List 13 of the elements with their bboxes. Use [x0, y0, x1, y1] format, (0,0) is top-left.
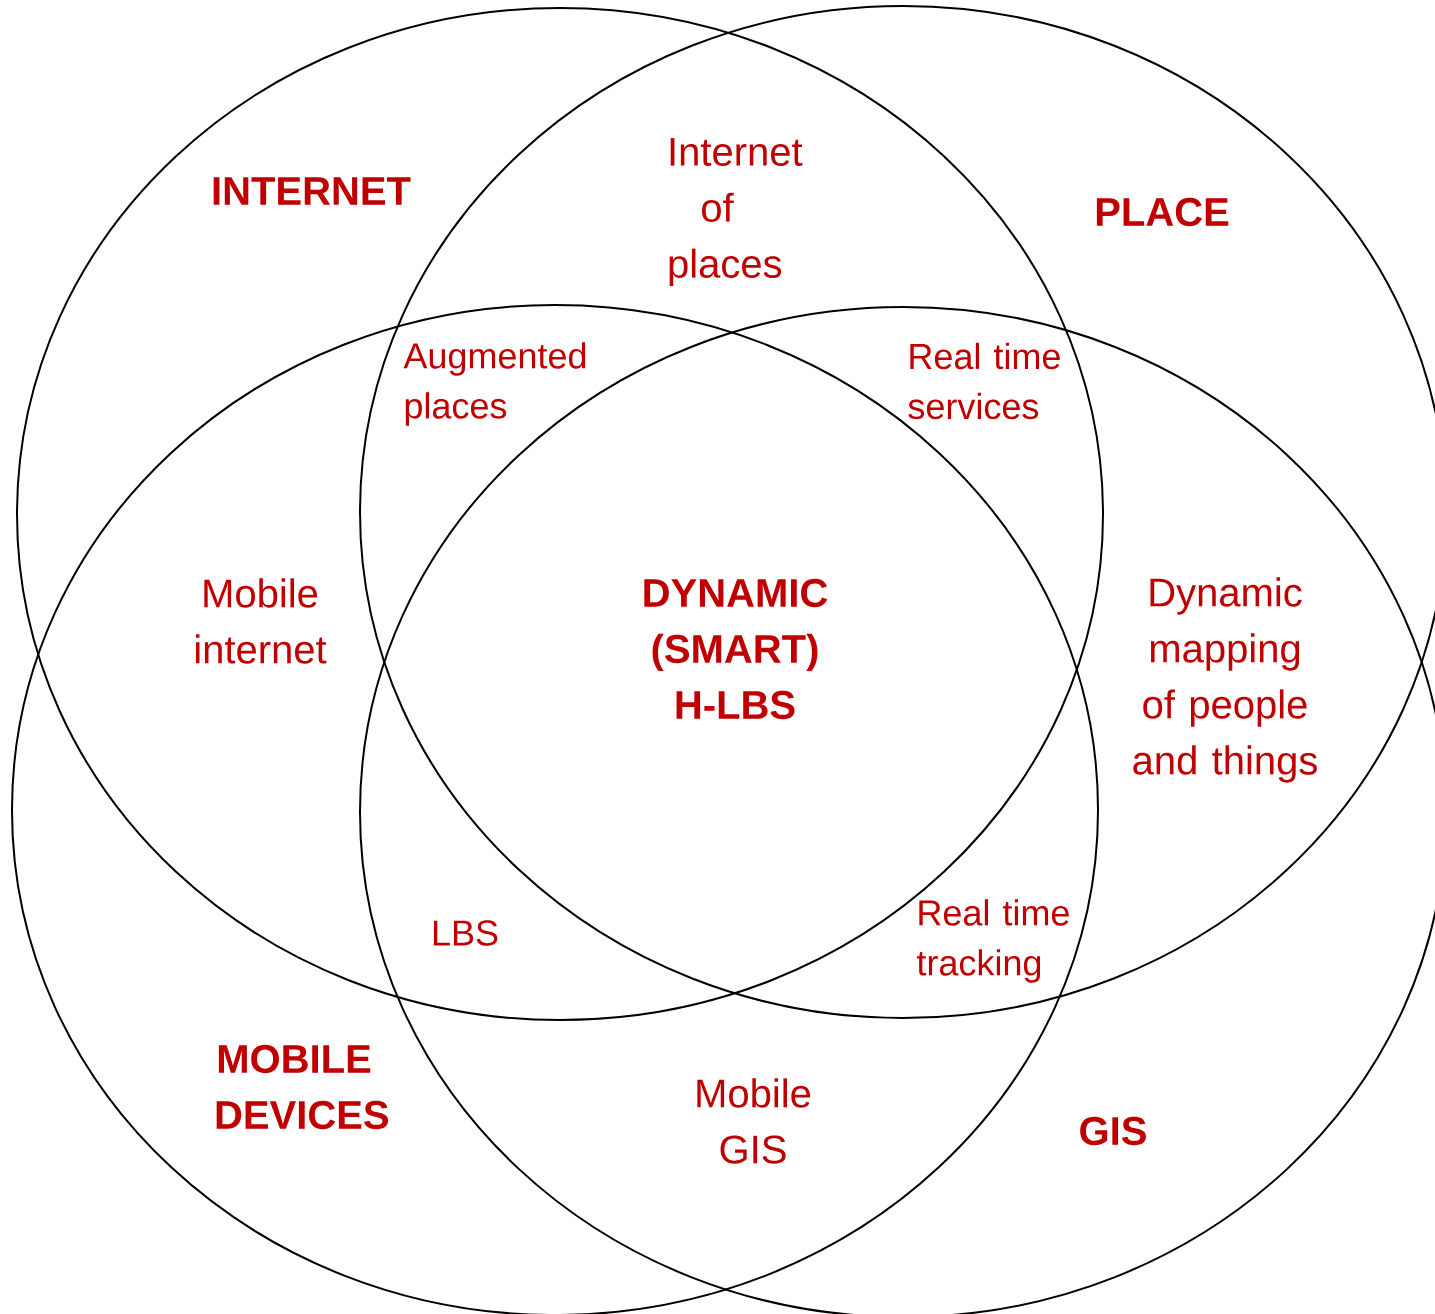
circle-heading: MOBILE DEVICES: [216, 1044, 389, 1130]
circle-heading: PLACE: [1096, 197, 1229, 227]
region-label: DYNAMIC (SMART) H-LBS: [644, 578, 828, 720]
region-label: Mobile GIS: [697, 1078, 811, 1164]
region-label: Mobile internet: [195, 578, 327, 664]
region-label: Dynamic mapping of people and things: [1133, 577, 1317, 783]
circle-heading: GIS: [1080, 1116, 1146, 1146]
region-label: Internet of places: [669, 138, 803, 286]
region-label: Real time services: [908, 342, 1060, 420]
circle-heading: INTERNET: [213, 177, 411, 205]
region-label: Real time tracking: [916, 899, 1069, 983]
region-label: Augmented places: [403, 342, 586, 426]
region-label: LBS: [433, 920, 498, 946]
